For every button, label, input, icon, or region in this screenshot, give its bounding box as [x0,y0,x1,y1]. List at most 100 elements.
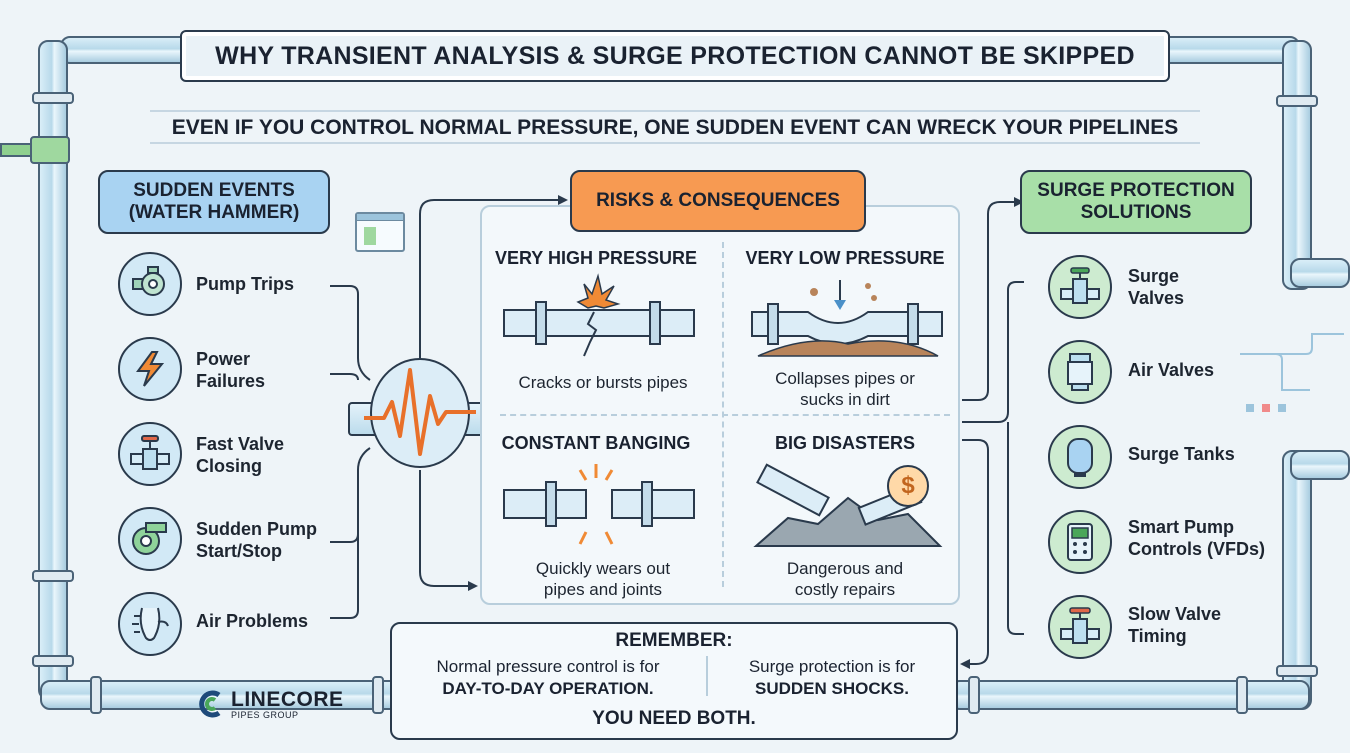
center-connector-arrows [419,195,568,591]
caption-line: Quickly wears out [535,559,671,578]
frame-pipe-top [60,36,200,64]
surge-valve-icon [1048,255,1112,319]
logo-text-block: LINECORE PIPES GROUP [231,688,344,720]
remember-left-text: Normal pressure control is for DAY-TO-DA… [396,656,700,700]
risk-caption: Dangerous and costly repairs [732,558,958,600]
caption-line: Cracks or bursts pipes [518,373,688,392]
risk-title: VERY HIGH PRESSURE [494,248,698,268]
air-bubble-icon [118,592,182,656]
label-line: Air Valves [1128,360,1215,380]
remember-right-line1: Surge protection is for [748,657,916,676]
logo-tagline: PIPES GROUP [231,710,299,720]
risk-title: VERY LOW PRESSURE [745,248,945,268]
solution-label: Surge Tanks [1128,443,1235,465]
pulse-wave-icon [364,368,476,456]
label-line: Surge Tanks [1128,444,1235,464]
label-line: Closing [196,456,262,476]
flange [1276,665,1318,677]
valve-icon [118,422,182,486]
risk-title: BIG DISASTERS [774,433,916,453]
risk-caption: Quickly wears out pipes and joints [484,558,722,600]
linecore-logo: LINECORE PIPES GROUP [195,688,344,720]
remember-divider [706,656,708,696]
air-valve-icon [1048,340,1112,404]
caption-line: pipes and joints [543,580,663,599]
collapsed-pipe-icon [751,280,943,357]
remember-right-line2: SUDDEN SHOCKS. [755,679,909,698]
solution-label: Air Valves [1128,359,1214,381]
disaster-icon [753,463,943,547]
pump-icon [118,252,182,316]
flange [90,676,102,714]
label-line: Slow Valve [1128,604,1222,624]
remember-left-line1: Normal pressure control is for [436,657,660,676]
flange [1276,95,1318,107]
risk-caption: Collapses pipes or sucks in dirt [732,368,958,410]
label-line: Surge [1128,266,1180,286]
surge-tank-icon [1048,425,1112,489]
sudden-event-label: Pump Trips [196,273,294,295]
logo-mark-icon [199,690,221,718]
frame-pipe-right-upper [1282,40,1312,290]
sudden-event-label: Air Problems [196,610,308,632]
risks-header: RISKS & CONSEQUENCES [570,170,866,232]
label-line: Fast Valve [196,434,285,454]
label-line: Start/Stop [196,541,283,561]
flange [1236,676,1248,714]
pump-motor-icon [118,507,182,571]
label-line: Controls (VFDs) [1128,539,1265,559]
frame-pipe-top-right [1150,36,1300,64]
sudden-events-header: SUDDEN EVENTS (WATER HAMMER) [98,170,330,234]
right-connector-arrows [960,197,1024,669]
caption-line: costly repairs [794,580,896,599]
green-coupling [30,136,70,164]
window-icon [355,212,405,252]
risk-caption: Cracks or bursts pipes [484,372,722,393]
label-line: Air Problems [196,611,309,631]
slow-valve-icon [1048,595,1112,659]
remember-footer: YOU NEED BOTH. [592,708,756,729]
caption-line: sucks in dirt [800,390,890,409]
solutions-header-line1: SURGE PROTECTION [1037,180,1235,201]
caption-line: Collapses pipes or [775,369,915,388]
risk-title: CONSTANT BANGING [501,433,691,453]
lightning-icon [118,337,182,401]
flange [32,655,74,667]
circuit-decoration [1240,333,1344,412]
label-line: Valves [1128,288,1185,308]
solutions-header: SURGE PROTECTION SOLUTIONS [1020,170,1252,234]
label-line: Pump Trips [196,274,295,294]
label-line: Power [196,349,251,369]
left-connector-arrows [330,285,371,619]
flange [32,570,74,582]
broken-joint-icon [503,464,695,545]
frame-pipe-right-stub [1290,258,1350,288]
flange [372,676,384,714]
vfd-controller-icon [1048,510,1112,574]
remember-heading: REMEMBER: [615,630,733,651]
flange [968,676,980,714]
frame-pipe-bottom-right [950,680,1310,710]
solutions-header-line2: SOLUTIONS [1080,202,1192,223]
remember-right-text: Surge protection is for SUDDEN SHOCKS. [712,656,952,700]
page-title: WHY TRANSIENT ANALYSIS & SURGE PROTECTIO… [180,30,1170,82]
caption-line: Dangerous and [786,559,904,578]
panel-divider-horizontal [500,414,950,416]
frame-pipe-right-lower-stub [1290,450,1350,480]
label-line: Failures [196,371,266,391]
page-subtitle: EVEN IF YOU CONTROL NORMAL PRESSURE, ONE… [150,110,1200,144]
logo-name: LINECORE [231,688,344,711]
dollar-sign-icon: $ [901,472,915,499]
remember-box [390,622,958,740]
sudden-events-header-line1: SUDDEN EVENTS [133,180,295,201]
remember-left-line2: DAY-TO-DAY OPERATION. [442,679,654,698]
label-line: Sudden Pump [196,519,317,539]
sudden-events-header-line2: (WATER HAMMER) [128,202,300,223]
label-line: Smart Pump [1128,517,1235,537]
